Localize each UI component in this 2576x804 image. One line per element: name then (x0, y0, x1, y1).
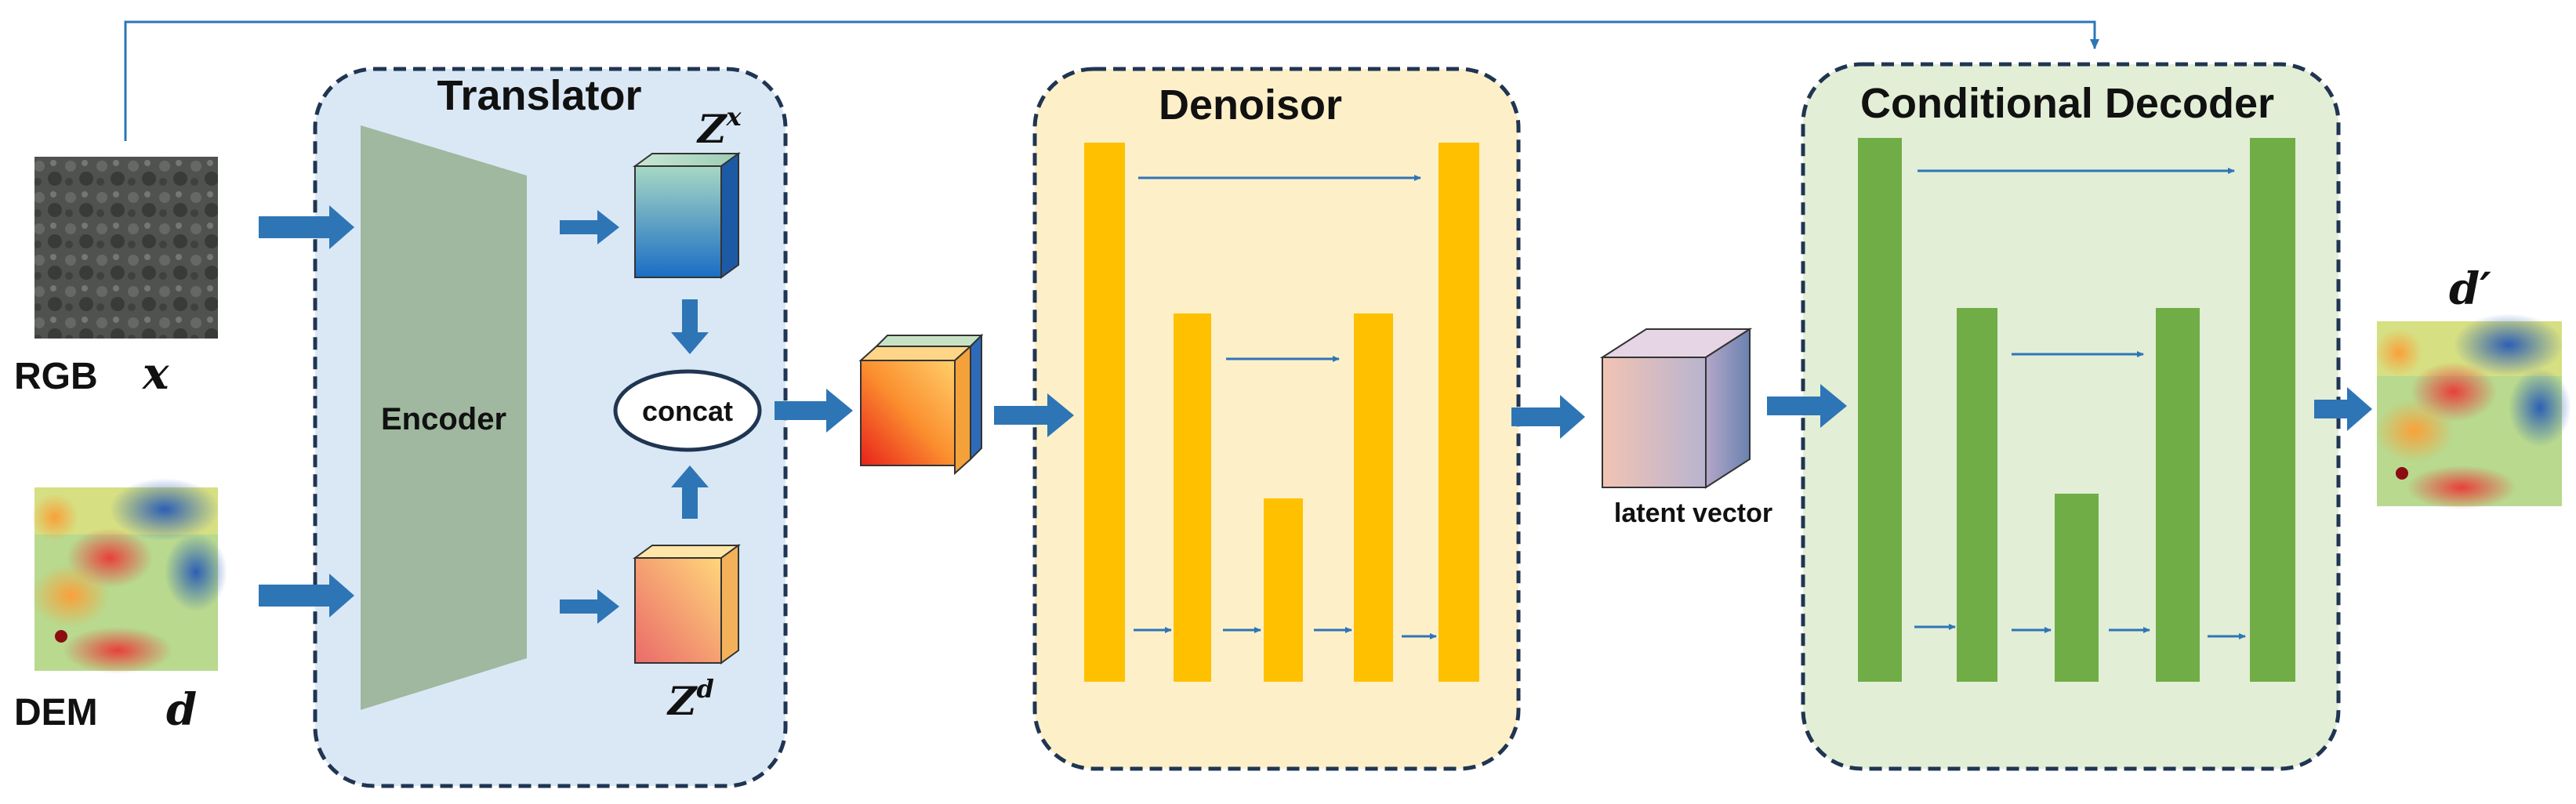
rgb-input-image (34, 157, 218, 339)
cube-to-denoisor-arrow (994, 393, 1074, 437)
zd-cube (632, 544, 742, 665)
denoisor-bar-5 (1439, 143, 1479, 682)
dem-to-encoder-arrow (259, 574, 354, 617)
decoder-bar-2 (1957, 308, 1997, 682)
decoder-bar-1 (1858, 138, 1902, 682)
skip-connection-line (124, 20, 2099, 141)
denoisor-bar-3 (1264, 498, 1303, 682)
decoder-to-output-arrow (2314, 387, 2372, 431)
decoder-bar-5 (2250, 138, 2295, 682)
d-symbol: d (166, 684, 197, 736)
zd-label: Zd (666, 674, 714, 724)
zx-to-concat-arrow (671, 299, 709, 354)
denoisor-bar-2 (1174, 313, 1211, 682)
dem-input-image (31, 478, 227, 674)
latent-to-decoder-arrow (1767, 384, 1847, 428)
denoisor-unet (1084, 143, 1479, 682)
encoder-label: Encoder (381, 402, 506, 436)
translator-title: Translator (437, 72, 641, 119)
encoder-to-zx-arrow (560, 210, 619, 244)
x-symbol: x (142, 348, 169, 400)
concat-to-cube-arrow (775, 389, 853, 433)
concat-label: concat (642, 395, 733, 427)
conditional-decoder-title: Conditional Decoder (1860, 80, 2274, 127)
dem-label: DEM (14, 692, 98, 733)
denoisor-to-latent-arrow (1511, 395, 1585, 439)
d-prime-symbol: d′ (2449, 263, 2491, 315)
zx-label: Zx (696, 102, 742, 152)
concat-node (613, 369, 762, 452)
encoder-block (361, 125, 527, 710)
concatenated-latent-cube (858, 333, 984, 476)
denoisor-bar-1 (1084, 143, 1125, 682)
zd-to-concat-arrow (671, 465, 709, 519)
decoder-bar-3 (2055, 494, 2099, 682)
denoisor-title: Denoisor (1159, 81, 1342, 129)
denoisor-bar-4 (1354, 313, 1393, 682)
zx-cube (632, 152, 742, 279)
conditional-decoder-unet (1858, 138, 2295, 682)
dem-output-image (2375, 313, 2571, 509)
latent-vector-label: latent vector (1614, 498, 1772, 528)
rgb-label: RGB (14, 356, 98, 397)
latent-vector-block (1599, 328, 1753, 489)
rgb-to-encoder-arrow (259, 205, 354, 249)
encoder-to-zd-arrow (560, 589, 619, 624)
decoder-bar-4 (2156, 308, 2200, 682)
